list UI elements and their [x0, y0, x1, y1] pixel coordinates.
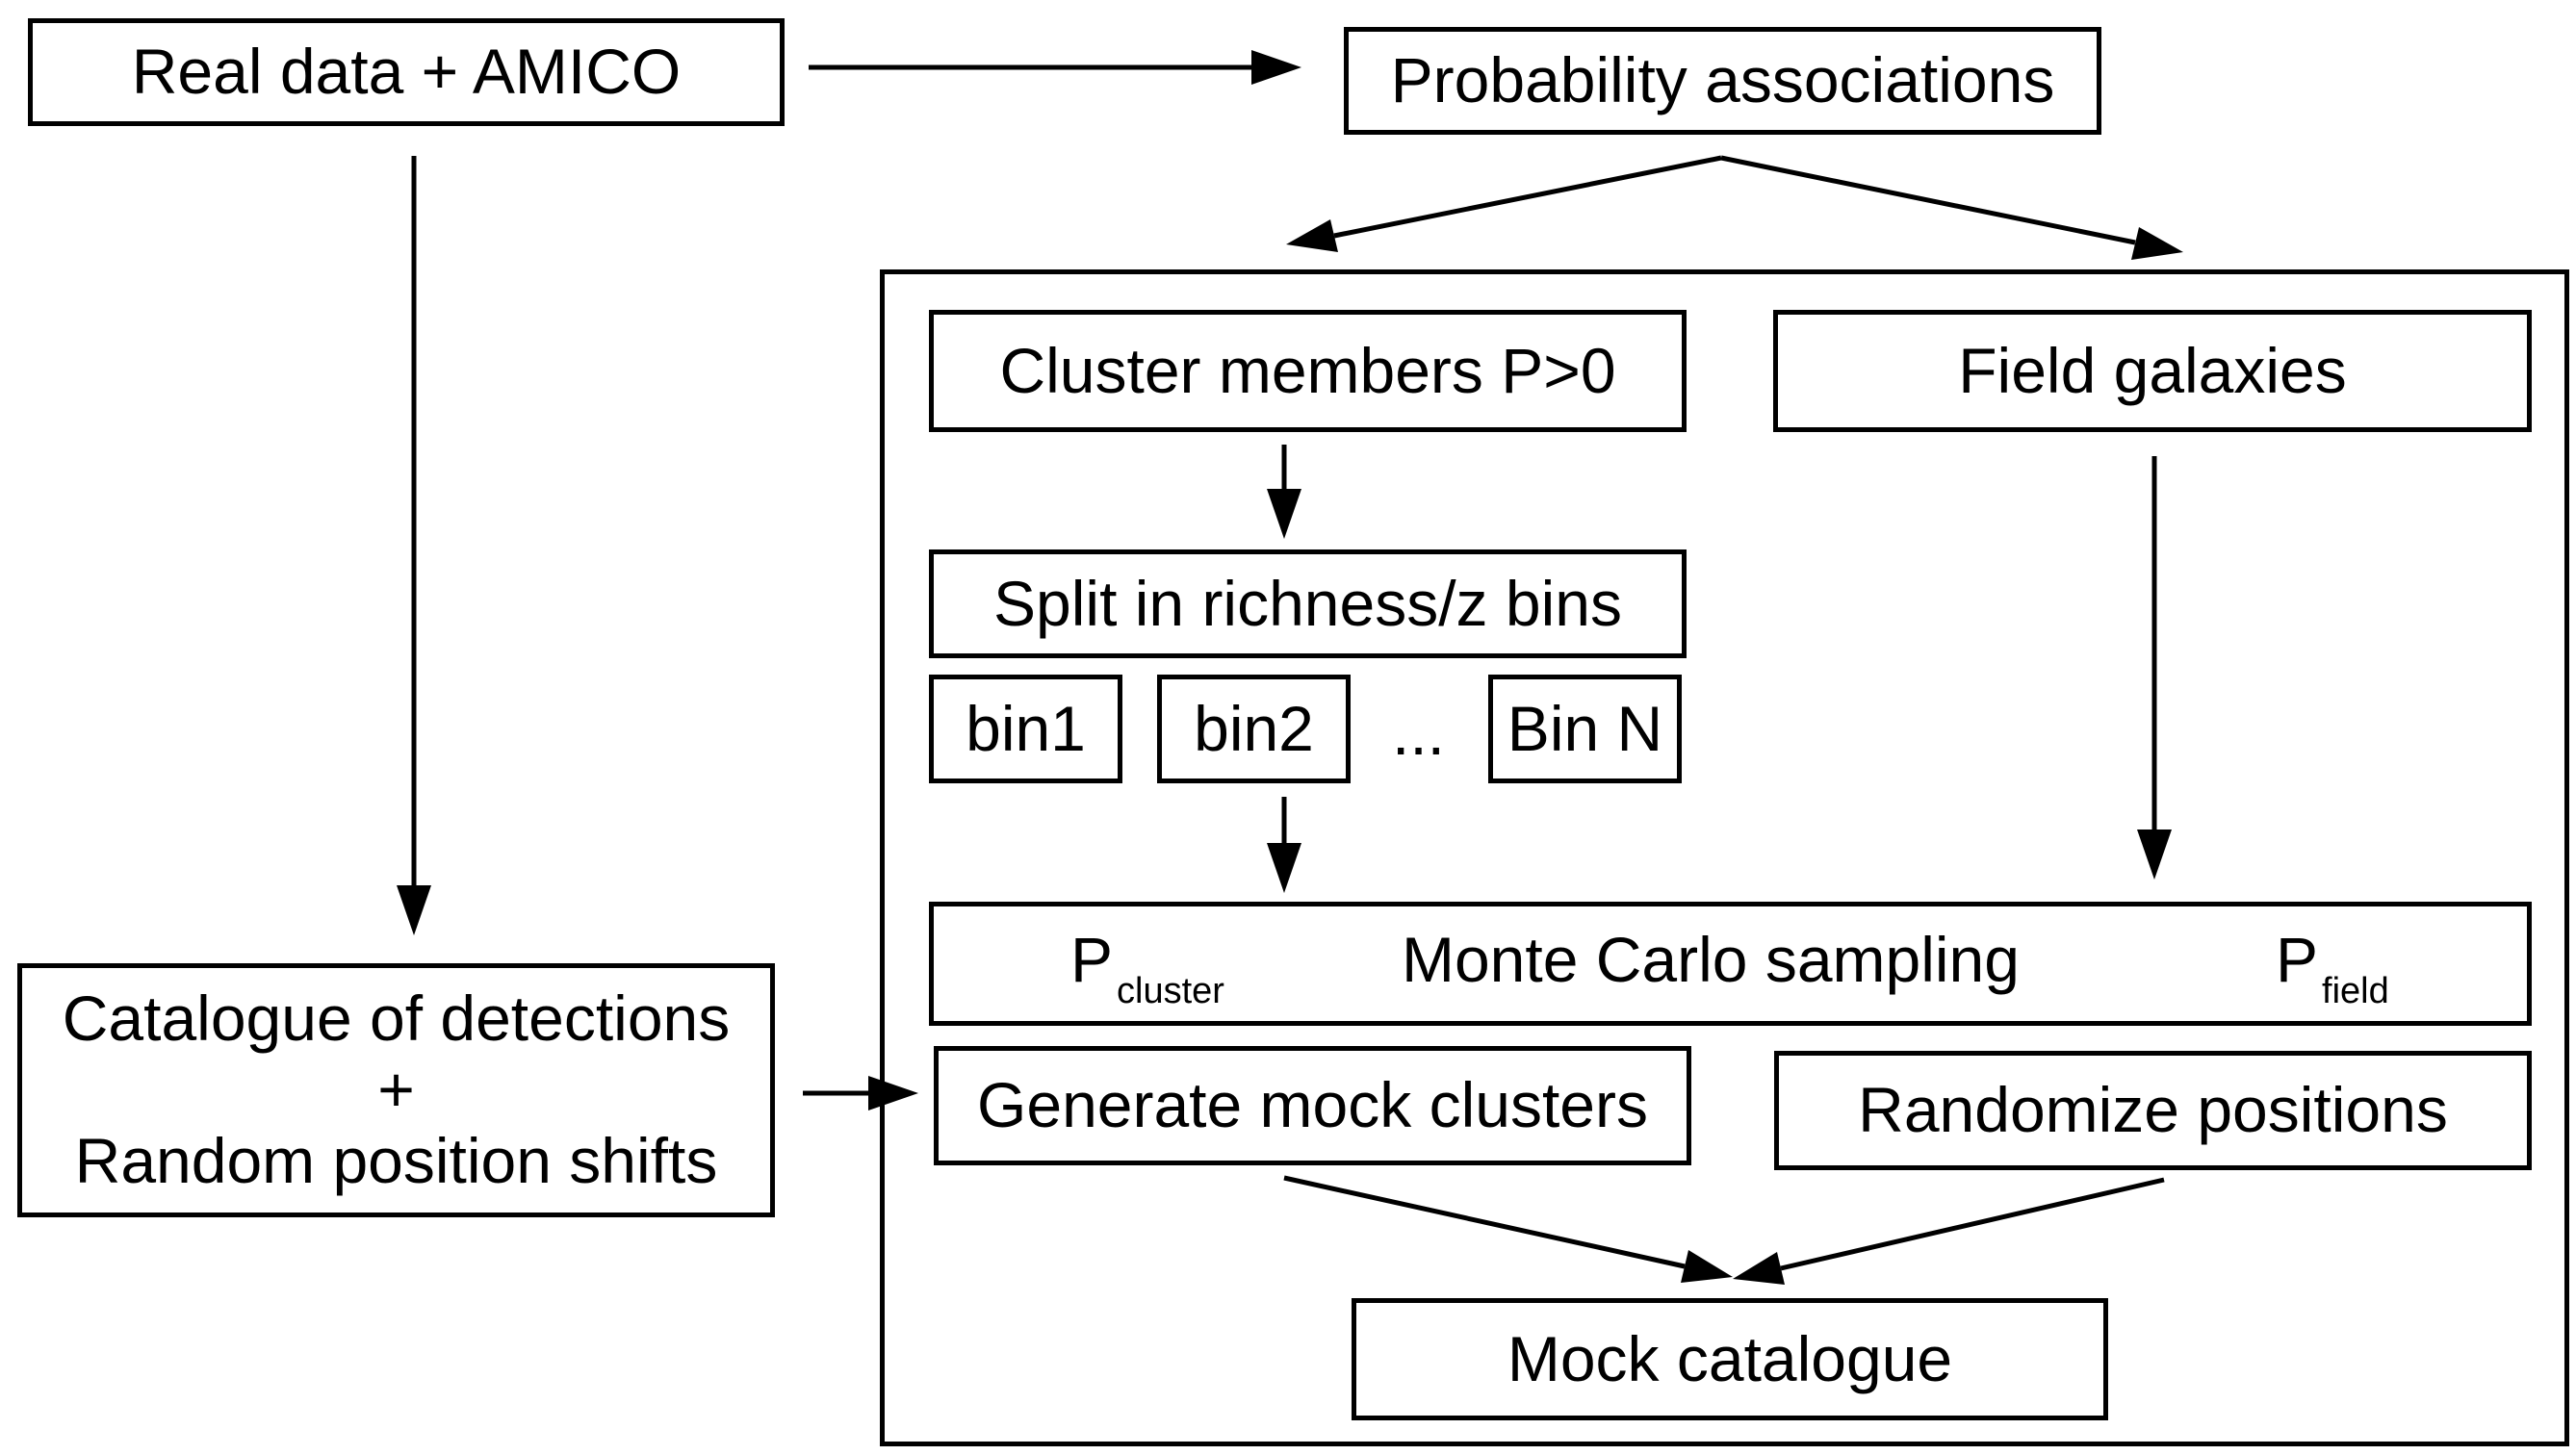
monte-carlo-label: Monte Carlo sampling	[1402, 924, 2020, 995]
p-field-sub: field	[2322, 971, 2389, 1011]
node-bin2: bin2	[1157, 675, 1351, 783]
node-bin-n: Bin N	[1488, 675, 1682, 783]
node-generate-mock-label: Generate mock clusters	[977, 1069, 1648, 1141]
catalogue-line2: +	[377, 1054, 415, 1126]
catalogue-line1: Catalogue of detections	[62, 983, 731, 1055]
bin-ellipsis: ...	[1392, 697, 1446, 768]
p-field-main: P	[2276, 924, 2319, 995]
arrowhead-bin2-to-mc	[1267, 843, 1301, 893]
node-real-data: Real data + AMICO	[28, 18, 785, 126]
node-field-galaxies: Field galaxies	[1773, 310, 2532, 432]
arrow-randomize-to-mock	[1780, 1177, 2165, 1271]
node-probability-associations-label: Probability associations	[1390, 44, 2055, 116]
node-catalogue-detections: Catalogue of detections + Random positio…	[17, 963, 775, 1217]
processing-frame	[880, 269, 2569, 1446]
arrowhead-field-to-mc	[2137, 830, 2172, 880]
node-split-bins-label: Split in richness/z bins	[993, 567, 1622, 639]
arrow-prob-to-cluster	[1333, 155, 1722, 239]
arrowhead-realdata-to-catalogue	[397, 885, 431, 935]
node-bin1-label: bin1	[966, 692, 1086, 764]
node-probability-associations: Probability associations	[1344, 27, 2101, 135]
node-cluster-members-label: Cluster members P>0	[999, 334, 1616, 406]
arrowhead-realdata-to-prob	[1251, 50, 1301, 85]
node-randomize-positions-label: Randomize positions	[1858, 1074, 2448, 1146]
node-cluster-members: Cluster members P>0	[929, 310, 1687, 432]
p-cluster-sub: cluster	[1117, 971, 1224, 1011]
node-bin2-label: bin2	[1194, 692, 1314, 764]
node-field-galaxies-label: Field galaxies	[1958, 334, 2347, 406]
node-split-bins: Split in richness/z bins	[929, 549, 1687, 658]
node-bin1: bin1	[929, 675, 1122, 783]
arrowhead-cluster-to-split	[1267, 489, 1301, 539]
node-bin-n-label: Bin N	[1507, 692, 1663, 764]
arrowhead-generate-to-mock	[1681, 1250, 1733, 1283]
node-generate-mock: Generate mock clusters	[934, 1046, 1691, 1165]
arrow-generate-to-mock	[1283, 1175, 1686, 1269]
catalogue-line3: Random position shifts	[74, 1124, 718, 1196]
node-mock-catalogue: Mock catalogue	[1352, 1298, 2108, 1420]
arrowhead-randomize-to-mock	[1733, 1252, 1785, 1285]
node-mock-catalogue-label: Mock catalogue	[1507, 1322, 1953, 1394]
arrowhead-prob-to-field	[2131, 227, 2183, 260]
arrow-prob-to-field	[1720, 155, 2136, 245]
node-monte-carlo	[929, 902, 2532, 1026]
node-real-data-label: Real data + AMICO	[131, 36, 682, 108]
arrowhead-prob-to-cluster	[1286, 219, 1338, 252]
node-randomize-positions: Randomize positions	[1774, 1051, 2532, 1170]
p-cluster-main: P	[1070, 924, 1114, 995]
